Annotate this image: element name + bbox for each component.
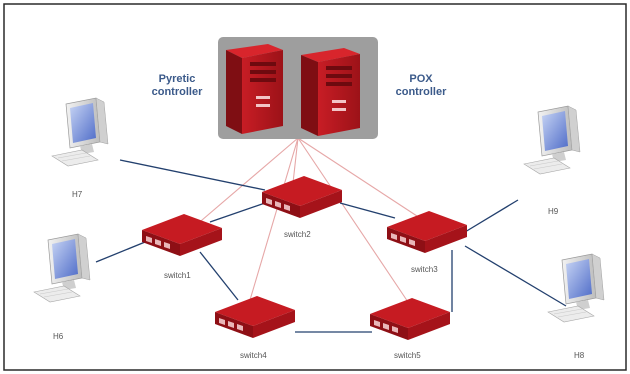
link-switch1-switch2 xyxy=(209,202,266,223)
link-switch2-switch3 xyxy=(339,202,396,219)
pyretic-label-line1: Pyretic xyxy=(158,73,196,85)
link-switch1-switch4 xyxy=(199,251,239,301)
pyretic-controller-server-icon xyxy=(226,44,283,134)
pox-controller-server-icon xyxy=(301,48,360,136)
host-h9-label: H9 xyxy=(548,207,559,216)
pox-controller-label: POX controller xyxy=(386,73,456,99)
link-h7-switch2 xyxy=(119,159,266,191)
pox-label-line2: controller xyxy=(395,86,447,98)
switch4-label: switch4 xyxy=(240,351,267,360)
pyretic-controller-label: Pyretic controller xyxy=(142,73,212,99)
switch3-label: switch3 xyxy=(411,265,438,274)
switch5-label: switch5 xyxy=(394,351,421,360)
host-h6-label: H6 xyxy=(53,332,64,341)
controllers-group xyxy=(218,37,378,139)
link-h6-switch1 xyxy=(95,239,151,263)
control-link-switch4 xyxy=(249,137,299,301)
control-link-switch5 xyxy=(297,137,409,303)
host-h8-label: H8 xyxy=(574,351,585,360)
pyretic-label-line2: controller xyxy=(151,86,203,98)
data-links xyxy=(95,159,567,333)
link-switch3-h8 xyxy=(464,245,567,307)
pox-label-line1: POX xyxy=(409,73,433,85)
switch1-label: switch1 xyxy=(164,271,191,280)
switch2-label: switch2 xyxy=(284,230,311,239)
host-h7-label: H7 xyxy=(72,190,83,199)
control-link-switch3 xyxy=(297,137,421,219)
link-switch3-h9 xyxy=(464,199,519,233)
